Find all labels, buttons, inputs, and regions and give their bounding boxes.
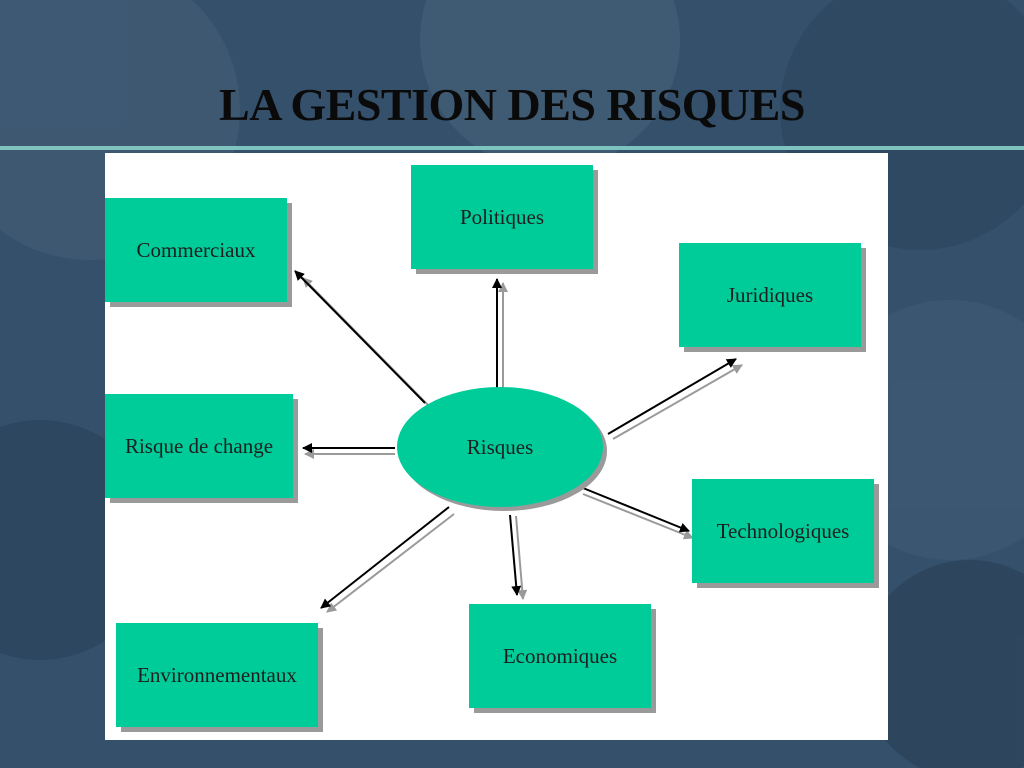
arrow-environnementaux: [320, 506, 450, 609]
title-divider: [0, 146, 1024, 150]
arrow-shadow-technologiques: [582, 493, 694, 540]
node-risques-center: Risques: [397, 387, 603, 507]
node-technologiques: Technologiques: [692, 479, 874, 583]
arrow-shadow-environnementaux: [326, 513, 455, 613]
node-risque-de-change: Risque de change: [105, 394, 293, 498]
arrow-commerciaux: [294, 270, 426, 404]
node-environnementaux: Environnementaux: [116, 623, 318, 727]
node-economiques: Economiques: [469, 604, 651, 708]
node-politiques: Politiques: [411, 165, 593, 269]
slide-title: LA GESTION DES RISQUES: [219, 79, 805, 130]
arrow-shadow-juridiques: [612, 364, 743, 440]
arrow-economiques: [509, 514, 522, 596]
arrow-juridiques: [607, 358, 737, 435]
node-juridiques: Juridiques: [679, 243, 861, 347]
node-commerciaux: Commerciaux: [105, 198, 287, 302]
arrows-layer: [294, 270, 743, 613]
diagram-canvas: Commerciaux Politiques Juridiques Risque…: [105, 153, 888, 740]
arrow-shadow-economiques: [515, 515, 528, 600]
arrow-technologiques: [582, 487, 690, 533]
